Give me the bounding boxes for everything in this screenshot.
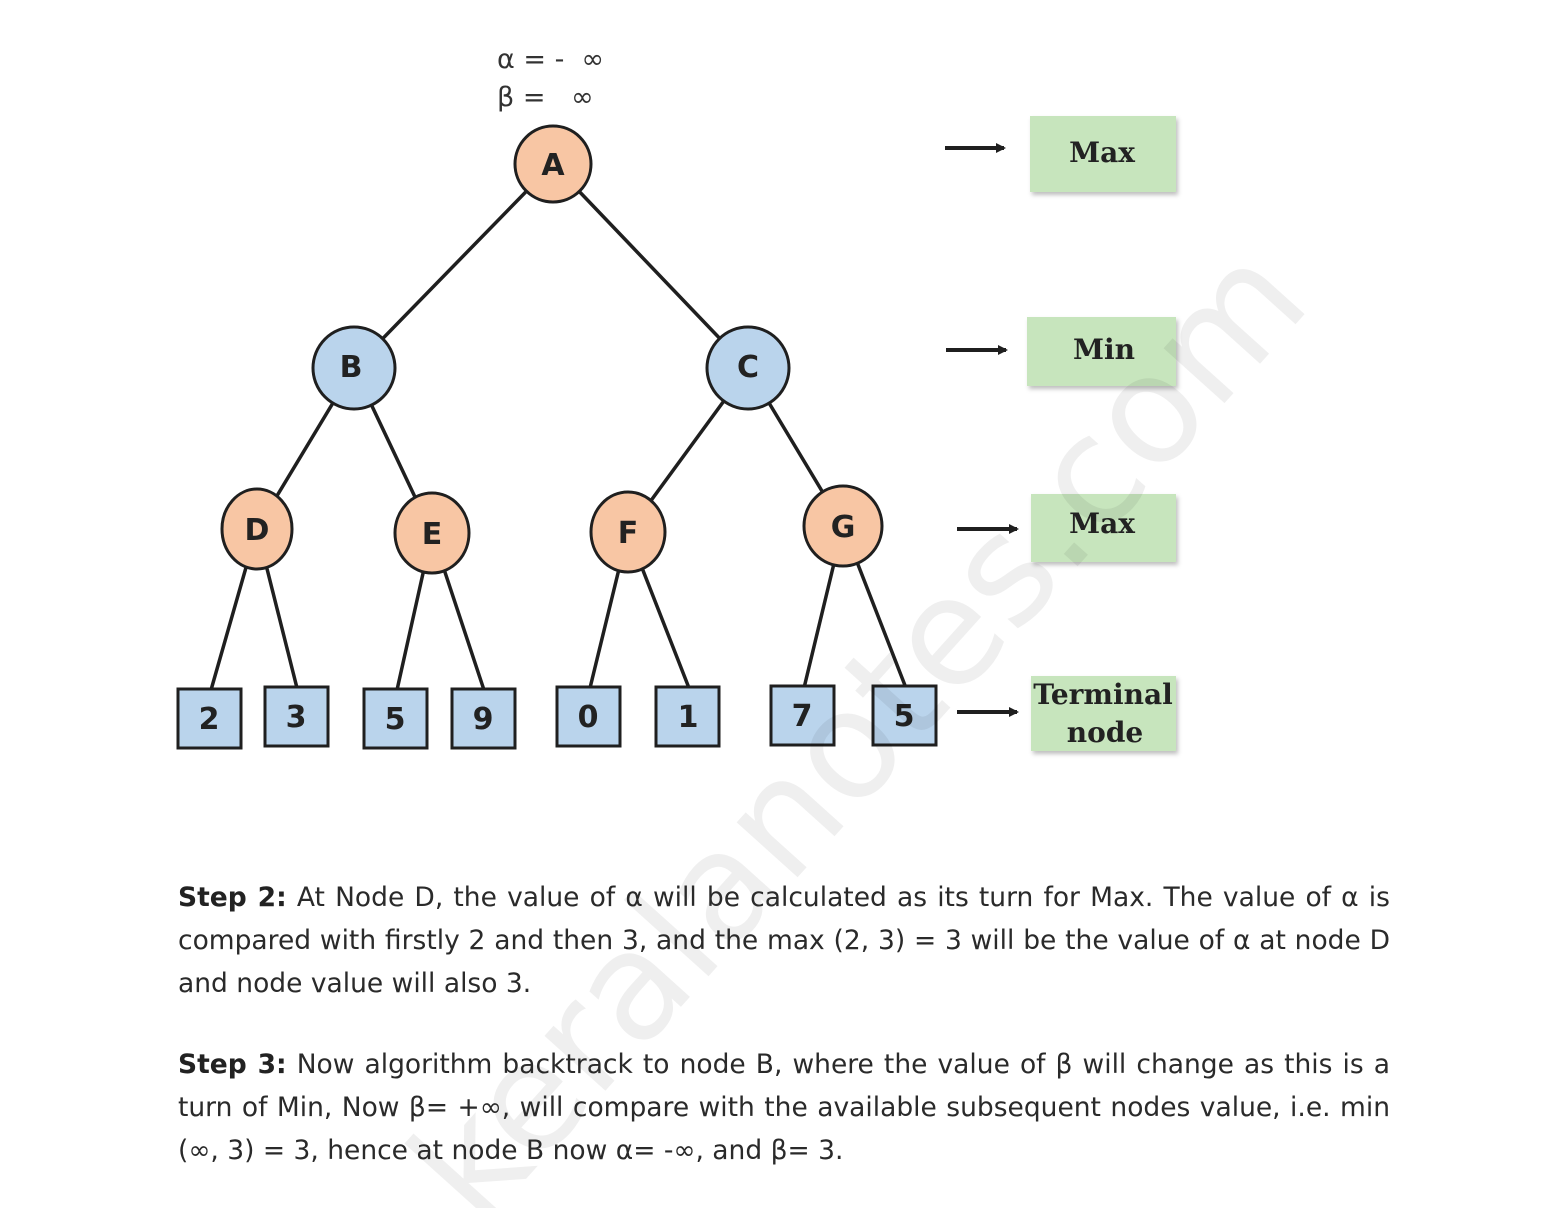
- level-arrows: [945, 143, 1019, 717]
- terminal-box: [362, 687, 429, 750]
- terminal-box: [769, 684, 836, 747]
- root-alpha-label: α = - ∞: [497, 44, 604, 75]
- terminal-node: 5: [362, 687, 429, 750]
- node-e-circle: [393, 491, 471, 575]
- level-box-terminal: Terminal node: [1031, 676, 1176, 751]
- edge-a-b: [352, 162, 555, 370]
- node-a: A: [513, 124, 593, 204]
- terminal-box: [555, 685, 622, 748]
- node-a-circle: [513, 124, 593, 204]
- level-label-min: Min: [1073, 333, 1135, 366]
- terminal-value: 7: [792, 699, 813, 734]
- step2-heading: Step 2:: [178, 882, 287, 913]
- node-a-label: A: [541, 148, 565, 183]
- terminal-value: 5: [894, 699, 915, 734]
- terminal-nodes: 2 3 5 9 0 1 7 5: [176, 684, 938, 750]
- node-d-label: D: [245, 513, 270, 548]
- level-label-terminal-line1: Terminal: [1033, 678, 1173, 711]
- node-e-label: E: [422, 517, 443, 552]
- node-g: G: [802, 484, 884, 568]
- terminal-value: 2: [199, 702, 220, 737]
- terminal-box: [654, 685, 721, 748]
- terminal-node: 7: [769, 684, 836, 747]
- step3-heading: Step 3:: [178, 1049, 287, 1080]
- terminal-node: 0: [555, 685, 622, 748]
- level-box: [1027, 317, 1176, 386]
- terminal-value: 1: [678, 700, 699, 735]
- terminal-value: 5: [385, 702, 406, 737]
- level-box-min: Min: [1027, 317, 1176, 386]
- node-g-label: G: [831, 510, 856, 545]
- level-label-max: Max: [1069, 507, 1135, 540]
- node-b-label: B: [340, 350, 363, 385]
- step2-text: At Node D, the value of α will be calcul…: [178, 882, 1390, 999]
- level-box-max-top: Max: [1030, 116, 1176, 192]
- level-box: [1031, 494, 1176, 562]
- terminal-box: [450, 687, 517, 750]
- node-d-circle: [220, 487, 294, 571]
- node-c-circle: [705, 325, 791, 411]
- level-box-max-mid: Max: [1031, 494, 1176, 562]
- level-box: [1030, 116, 1176, 192]
- level-box: [1031, 676, 1176, 751]
- edge-a-c: [551, 162, 750, 370]
- tree-edges: [209, 162, 908, 691]
- node-d: D: [220, 487, 294, 571]
- step3-paragraph: Step 3: Now algorithm backtrack to node …: [178, 1043, 1390, 1172]
- terminal-box: [263, 685, 330, 748]
- level-label-max: Max: [1069, 136, 1135, 169]
- node-c: C: [705, 325, 791, 411]
- node-g-circle: [802, 484, 884, 568]
- terminal-value: 9: [473, 702, 494, 737]
- node-f-label: F: [618, 516, 639, 551]
- terminal-node: 1: [654, 685, 721, 748]
- node-b: B: [311, 325, 397, 411]
- step2-paragraph: Step 2: At Node D, the value of α will b…: [178, 876, 1390, 1005]
- terminal-value: 0: [578, 700, 599, 735]
- level-label-terminal-line2: node: [1067, 716, 1143, 749]
- root-beta-label: β = ∞: [497, 82, 594, 113]
- terminal-node: 2: [176, 687, 243, 750]
- terminal-node: 5: [871, 684, 938, 747]
- terminal-node: 9: [450, 687, 517, 750]
- terminal-box: [871, 684, 938, 747]
- node-f: F: [589, 490, 667, 574]
- node-f-circle: [589, 490, 667, 574]
- node-e: E: [393, 491, 471, 575]
- terminal-value: 3: [286, 700, 307, 735]
- terminal-node: 3: [263, 685, 330, 748]
- node-b-circle: [311, 325, 397, 411]
- node-c-label: C: [737, 350, 759, 385]
- step3-text: Now algorithm backtrack to node B, where…: [178, 1049, 1390, 1166]
- terminal-box: [176, 687, 243, 750]
